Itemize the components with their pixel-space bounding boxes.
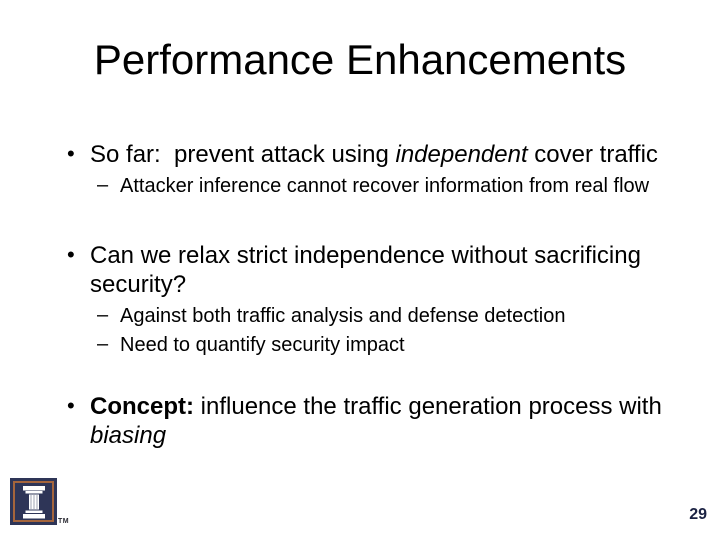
sub-bullet-item: –Attacker inference cannot recover infor… bbox=[60, 173, 692, 199]
bullet-group: • So far: prevent attack using independen… bbox=[60, 141, 692, 198]
column-i-icon bbox=[22, 485, 45, 518]
text-run: influence the traffic generation process… bbox=[194, 393, 669, 421]
bullet-item: • Can we relax strict independence withou… bbox=[60, 242, 692, 300]
text-run: So far: prevent attack using bbox=[90, 141, 396, 168]
bullet-group: • Concept: influence the traffic generati… bbox=[60, 393, 692, 451]
bullet-item: • Concept: influence the traffic generati… bbox=[60, 393, 692, 451]
text-run: Concept: bbox=[90, 393, 194, 421]
text-run: independent bbox=[395, 141, 528, 168]
logo-orange-frame bbox=[13, 481, 54, 522]
bullet-text: So far: prevent attack using independent… bbox=[90, 141, 658, 168]
sub-bullet-item: –Need to quantify security impact bbox=[60, 332, 692, 358]
sub-bullet-item: –Against both traffic analysis and defen… bbox=[60, 303, 692, 329]
text-run: Can we relax strict independence without… bbox=[90, 242, 648, 299]
text-run: Attacker inference cannot recover inform… bbox=[120, 174, 650, 197]
university-of-illinois-logo bbox=[10, 478, 57, 525]
dash-marker: – bbox=[97, 332, 109, 355]
sub-bullet-text: Attacker inference cannot recover inform… bbox=[120, 175, 649, 197]
bullet-marker: • bbox=[67, 242, 75, 268]
bullet-text: Concept: influence the traffic generatio… bbox=[90, 393, 669, 449]
dash-marker: – bbox=[97, 303, 109, 326]
slide-title: Performance Enhancements bbox=[93, 36, 627, 83]
bullet-group: • Can we relax strict independence withou… bbox=[60, 242, 692, 357]
bullet-marker: • bbox=[67, 393, 75, 419]
text-run: Need to quantify security impact bbox=[120, 333, 405, 356]
bullet-marker: • bbox=[67, 141, 75, 166]
text-run: Against both traffic analysis and defens… bbox=[120, 304, 566, 327]
bullet-text: Can we relax strict independence without… bbox=[90, 242, 648, 298]
sub-bullet-text: Need to quantify security impact bbox=[120, 334, 405, 356]
bullet-list: • So far: prevent attack using independen… bbox=[60, 141, 692, 451]
text-run: biasing bbox=[90, 421, 167, 449]
dash-marker: – bbox=[97, 173, 109, 196]
page-number: 29 bbox=[689, 506, 707, 523]
bullet-item: • So far: prevent attack using independen… bbox=[60, 141, 692, 170]
text-run: cover traffic bbox=[527, 141, 658, 168]
sub-bullet-text: Against both traffic analysis and defens… bbox=[120, 305, 565, 327]
trademark-label: TM bbox=[58, 518, 70, 525]
